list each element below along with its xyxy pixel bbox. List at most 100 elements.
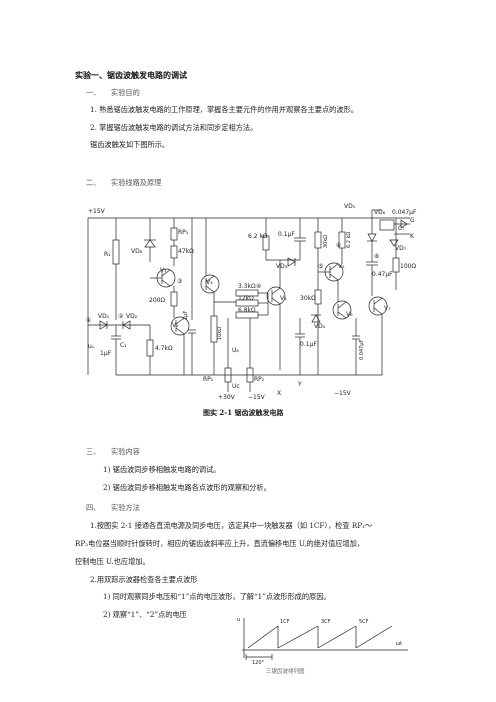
label-30k-bottom: 30kΩ bbox=[300, 295, 316, 302]
label-0.047uf: 0.047μF bbox=[392, 209, 417, 216]
label-rp3: RP₃ bbox=[178, 229, 189, 236]
diode-vd3 bbox=[287, 257, 296, 267]
label-v4: V₄ bbox=[280, 295, 287, 302]
label-v7: V₇ bbox=[384, 305, 391, 312]
label-1uf-left: 1μF bbox=[100, 350, 112, 357]
label-1uf-mid: 1μF bbox=[183, 311, 189, 320]
objective-1: 1. 熟悉锯齿波触发电路的工作原理，掌握各主要元件的作用并观察各主要点的波形。 bbox=[90, 105, 358, 114]
label-vd3: VD₃ bbox=[276, 263, 288, 270]
label-0.1uf-top: 0.1μF bbox=[278, 231, 295, 238]
label-minus15v: −15V bbox=[248, 394, 266, 401]
diode-vd1 bbox=[99, 320, 108, 330]
method-2-step-2: 2) 观察“1”、“2”点的电压 bbox=[103, 610, 187, 619]
label-vd7: VD₇ bbox=[395, 245, 407, 252]
section-2-title: 实验线路及原理 bbox=[111, 178, 162, 187]
diode-vd2 bbox=[122, 320, 131, 330]
method-1-line-3: 控制电压 U.也应增加。 bbox=[75, 557, 150, 566]
diode-vd7 bbox=[389, 239, 399, 247]
label-vd4: VD₄ bbox=[314, 323, 326, 330]
label-k: K bbox=[410, 233, 415, 240]
label-12k: 12kΩ bbox=[238, 295, 254, 302]
label-v2: V₂ bbox=[172, 322, 179, 329]
section-2-number: 二、 bbox=[86, 178, 101, 187]
diode-vd5-branch bbox=[367, 233, 377, 242]
section-1-title: 实验目的 bbox=[111, 88, 140, 97]
wave-label-3cf: 3CF bbox=[321, 619, 331, 625]
label-rp1: RP₁ bbox=[203, 376, 214, 383]
method-2-step-1: 1) 同时观察同步电压和“1”点的电压波形，了解“1”点波形形成的原因。 bbox=[103, 592, 331, 601]
label-v6: V₆ bbox=[346, 311, 353, 318]
transistor-v2 bbox=[170, 316, 190, 336]
objective-2: 2. 掌握锯齿波触发电路的调试方法和同步定相方法。 bbox=[90, 123, 258, 132]
label-vd5: VD₅ bbox=[344, 203, 356, 210]
transistor-v4 bbox=[266, 286, 286, 306]
diode-vd6 bbox=[400, 219, 408, 229]
label-node4: ④ bbox=[256, 283, 261, 290]
content-2: 2) 锯齿波同步移相触发电路各点波形的观察和分析。 bbox=[103, 483, 271, 492]
label-6.2k-right: 6.2 kΩ bbox=[346, 232, 352, 248]
label-node8: ⑧ bbox=[374, 253, 379, 260]
wave-x-label: ωt bbox=[396, 641, 402, 647]
label-100: 100Ω bbox=[400, 263, 416, 270]
label-node6: ⑥ bbox=[336, 242, 341, 249]
transistor-v7 bbox=[368, 296, 388, 316]
label-4.7k: 4.7kΩ bbox=[155, 345, 173, 352]
label-vcc: +15V bbox=[88, 208, 106, 215]
label-g: G bbox=[410, 217, 415, 224]
label-rp2: RP₂ bbox=[254, 376, 265, 383]
label-6.8k: 6.8kΩ bbox=[238, 307, 256, 314]
label-node2: ② bbox=[118, 313, 124, 320]
label-uc: Uc bbox=[232, 383, 240, 390]
label-30k-top: 30kΩ bbox=[323, 235, 329, 248]
section-4-number: 四、 bbox=[86, 503, 101, 512]
label-x: X bbox=[277, 390, 281, 397]
section-3-number: 三、 bbox=[86, 447, 101, 456]
label-v3: V₃ bbox=[206, 279, 213, 286]
wave-y-label: u bbox=[237, 617, 240, 623]
section-1-number: 一、 bbox=[86, 88, 101, 97]
content-1: 1) 锯齿波同步移相触发电路的调试。 bbox=[103, 465, 221, 474]
diode-vd4 bbox=[311, 314, 321, 323]
label-plus30v: +30V bbox=[218, 394, 236, 401]
label-0.047uf-vertical: 0.047μF bbox=[359, 340, 365, 360]
transistor-v3 bbox=[200, 274, 220, 294]
label-200: 200Ω bbox=[149, 297, 165, 304]
label-node3: ③ bbox=[177, 278, 182, 285]
method-1-line-1: 1.按图实 2-1 接通各直流电源及同步电压，选定其中一块触发器（如 1CF），… bbox=[90, 521, 373, 530]
label-minus15v-right: −15V bbox=[334, 390, 352, 397]
label-v5: V₅ bbox=[338, 263, 345, 270]
figure-caption: 图实 2-1 锯齿波触发电路 bbox=[203, 408, 284, 417]
label-y: Y bbox=[297, 381, 302, 388]
method-2: 2.用双踪示波器检查各主要点波形 bbox=[90, 575, 198, 584]
section-3-title: 实验内容 bbox=[111, 447, 140, 456]
label-node5: ⑤ bbox=[318, 263, 323, 270]
intro-line: 锯齿波触发如下图所示。 bbox=[90, 140, 170, 149]
label-c7: C₇ bbox=[398, 225, 405, 232]
label-v1: V₁ bbox=[160, 267, 167, 274]
label-us: uₛ bbox=[88, 343, 94, 350]
section-4-title: 实验方法 bbox=[111, 503, 140, 512]
label-r1: R₁ bbox=[104, 251, 111, 258]
transistor-v6 bbox=[332, 300, 352, 320]
label-vd2: VD₂ bbox=[126, 313, 138, 320]
wave-label-1cf: 1CF bbox=[280, 619, 290, 625]
label-vd1: VD₁ bbox=[98, 313, 110, 320]
method-1-line-2: RP₂电位器当顺时针旋转时，相应的锯齿波斜率应上升，直流偏移电压 U,的绝对值应… bbox=[75, 539, 365, 548]
label-10k: 10kΩ bbox=[217, 327, 223, 340]
label-0.1uf-bottom: 0.1μF bbox=[300, 341, 317, 348]
wave-label-5cf: 5CF bbox=[359, 619, 369, 625]
label-c1: C₁ bbox=[120, 342, 127, 349]
label-ub: Uᵦ bbox=[232, 347, 239, 354]
pulse-transformer bbox=[379, 219, 395, 231]
wave-angle-label: 120° bbox=[252, 660, 265, 666]
page-title: 实验一、锯齿波触发电路的调试 bbox=[75, 70, 187, 80]
label-0.47uf: 0.47μF bbox=[372, 271, 393, 278]
label-vd8: VD₈ bbox=[131, 248, 143, 255]
label-47k: 47kΩ bbox=[178, 248, 194, 255]
label-node1: ① bbox=[86, 317, 91, 324]
label-6.2k: 6.2 kΩ bbox=[248, 233, 268, 240]
label-3.3k: 3.3kΩ bbox=[238, 283, 256, 290]
waveform-caption: 三锯齿波排列图 bbox=[266, 669, 305, 675]
